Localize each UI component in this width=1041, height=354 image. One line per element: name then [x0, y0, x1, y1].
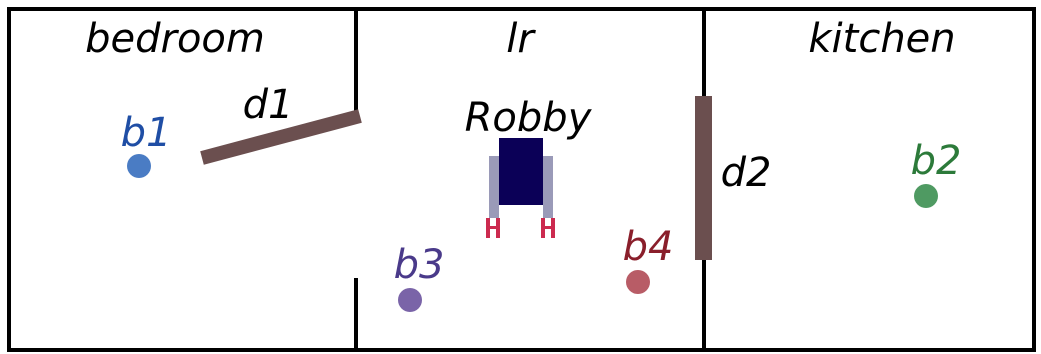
- robot-gripper-bottom-left-bar: [486, 226, 500, 229]
- door-label-d2: d2: [721, 150, 772, 196]
- ball-label-b2: b2: [911, 138, 962, 184]
- robot-gripper-bottom-right-bar: [541, 226, 555, 229]
- ball-label-b1: b1: [121, 110, 172, 156]
- ball-b4: [626, 270, 650, 294]
- door-label-d1: d1: [243, 82, 294, 128]
- room-label-bedroom: bedroom: [85, 16, 265, 62]
- ball-b1: [127, 154, 151, 178]
- ball-b3: [398, 288, 422, 312]
- ball-b2: [914, 184, 938, 208]
- door-d2: [695, 96, 712, 260]
- robot-label: Robby: [465, 95, 593, 141]
- outer-wall: [7, 7, 1036, 352]
- room-label-kitchen: kitchen: [808, 16, 955, 62]
- robot-robby: Robby: [465, 95, 593, 238]
- robot-arm-left: [489, 156, 499, 218]
- door-d1: [200, 109, 362, 165]
- robot-arm-right: [543, 156, 553, 218]
- robot-body: [499, 138, 543, 205]
- ball-label-b4: b4: [623, 224, 674, 270]
- room-label-lr: lr: [506, 16, 536, 62]
- ball-label-b3: b3: [394, 242, 445, 288]
